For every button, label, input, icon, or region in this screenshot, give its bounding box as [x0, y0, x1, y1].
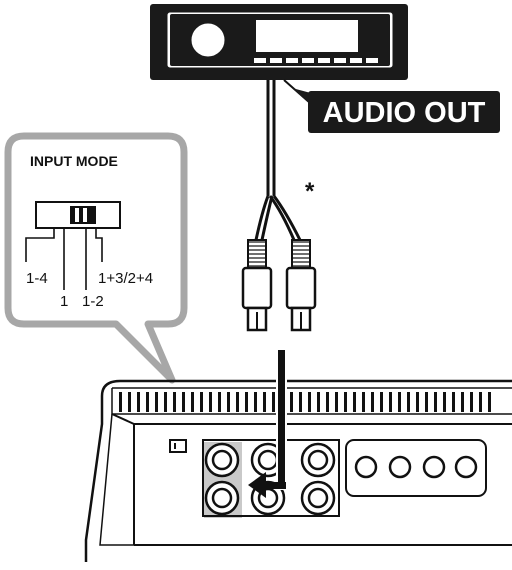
switch-position-1-4: 1-4: [26, 270, 48, 287]
control-knob-panel: [345, 439, 487, 497]
mode-switch-on-amp: [169, 439, 187, 453]
volume-knob-icon: [188, 20, 228, 60]
input-mode-callout: INPUT MODE 1-4 1 1-2 1+3/2+4: [4, 132, 188, 384]
connection-arrow-icon: [248, 350, 287, 498]
switch-position-1-3-2-4: 1+3/2+4: [98, 270, 153, 287]
amplifier-icon: [84, 379, 512, 562]
rca-input-jacks: [204, 442, 336, 516]
audio-out-label: AUDIO OUT: [323, 97, 486, 129]
rca-plug-left: [241, 239, 273, 332]
asterisk-note: *: [305, 178, 315, 205]
heat-sink-vents: [114, 392, 494, 412]
switch-position-1: 1: [60, 293, 68, 310]
audio-out-callout: AUDIO OUT: [283, 79, 500, 133]
preset-buttons: [254, 58, 378, 63]
head-unit: [150, 4, 408, 80]
rca-cable: [254, 80, 302, 241]
rca-plug-right: [285, 239, 317, 332]
control-knobs: [354, 455, 478, 479]
switch-position-1-2: 1-2: [82, 293, 104, 310]
display-window: [256, 20, 358, 52]
input-mode-title: INPUT MODE: [30, 153, 118, 169]
